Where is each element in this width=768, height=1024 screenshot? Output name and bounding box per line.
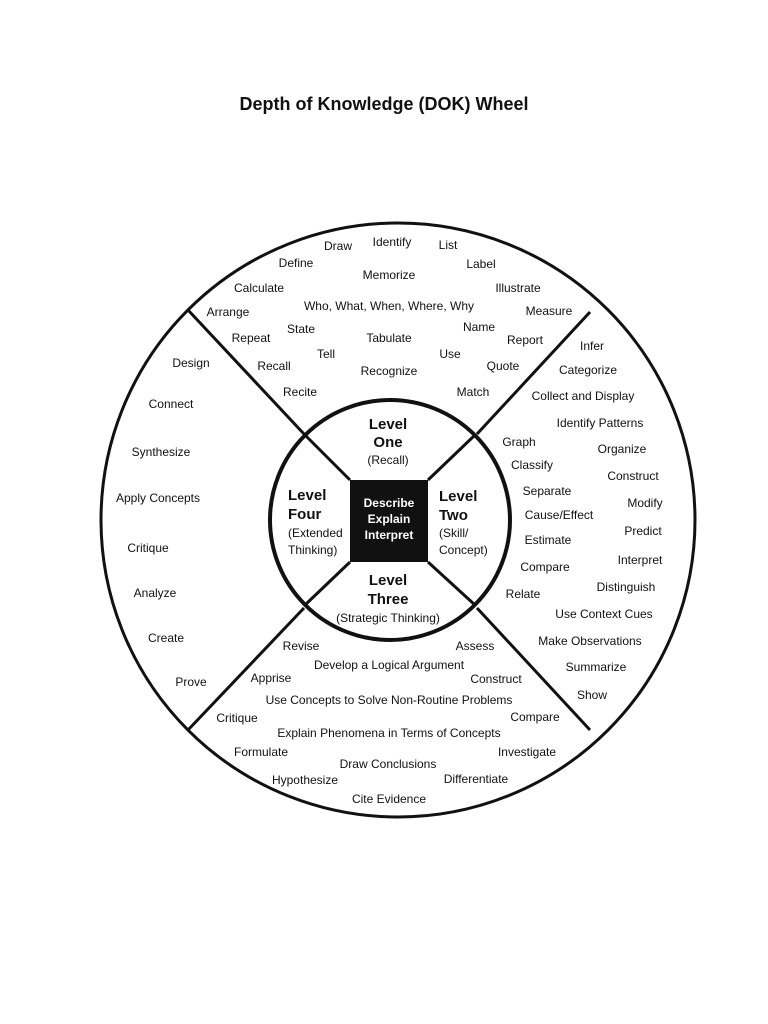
divider-top-left [186, 308, 306, 436]
verb-level-one: Tell [317, 347, 335, 361]
verb-level-two: Infer [580, 339, 604, 353]
verb-level-four: Prove [175, 675, 207, 689]
verb-level-one: Quote [487, 359, 520, 373]
verb-level-three: Apprise [251, 671, 292, 685]
inner-divider-tr [426, 433, 477, 482]
verb-level-one: State [287, 322, 315, 336]
verb-level-one: Report [507, 333, 544, 347]
verb-level-two: Predict [624, 524, 662, 538]
level-three-line2: Three [368, 591, 409, 608]
divider-bottom-right [475, 606, 592, 732]
verb-level-three: Differentiate [444, 772, 509, 786]
verb-level-two: Modify [627, 496, 662, 510]
verb-level-two: Graph [502, 435, 535, 449]
verb-level-two: Cause/Effect [525, 508, 594, 522]
verb-level-three: Investigate [498, 745, 556, 759]
center-line-2: Explain [368, 512, 411, 526]
verb-level-four: Create [148, 631, 184, 645]
level-one-line2: One [373, 434, 402, 451]
verb-level-one: Identify [373, 235, 412, 249]
outer-circle [99, 221, 697, 819]
verb-level-two: Organize [598, 442, 647, 456]
verb-level-one: List [439, 238, 458, 252]
verb-level-one: Repeat [232, 331, 271, 345]
verb-level-three: Compare [510, 710, 560, 724]
level-two-sub-2: Concept) [439, 543, 488, 557]
verb-level-four: Design [172, 356, 209, 370]
verb-level-one: Recall [257, 359, 290, 373]
verb-level-two: Compare [520, 560, 570, 574]
level-four-line2: Four [288, 506, 321, 523]
verb-level-two: Distinguish [597, 580, 656, 594]
verb-level-one: Memorize [363, 268, 416, 282]
verb-level-one: Define [279, 256, 314, 270]
verb-level-one: Measure [526, 304, 573, 318]
verb-level-four: Apply Concepts [116, 491, 200, 505]
level-four-line1: Level [288, 487, 326, 504]
verb-level-three: Assess [456, 639, 495, 653]
verb-level-two: Relate [506, 587, 541, 601]
verb-level-one: Recite [283, 385, 317, 399]
verb-level-three: Use Concepts to Solve Non-Routine Proble… [266, 693, 513, 707]
center-line-3: Interpret [365, 528, 414, 542]
verb-level-three: Cite Evidence [352, 792, 426, 806]
verb-level-one: Recognize [361, 364, 418, 378]
center-box [350, 480, 428, 562]
verb-level-four: Synthesize [132, 445, 191, 459]
level-four-sub-1: (Extended [288, 526, 343, 540]
inner-divider-tl [303, 433, 352, 482]
verb-level-four: Analyze [134, 586, 177, 600]
verb-level-four: Critique [127, 541, 169, 555]
center-line-1: Describe [364, 496, 415, 510]
verb-level-one: Tabulate [366, 331, 412, 345]
verb-level-one: Illustrate [495, 281, 541, 295]
verb-level-three: Critique [216, 711, 258, 725]
level-three-line1: Level [369, 572, 407, 589]
verb-level-one: Calculate [234, 281, 284, 295]
level-three-sub: (Strategic Thinking) [336, 611, 440, 625]
verb-level-two: Separate [523, 484, 572, 498]
verb-level-two: Classify [511, 458, 553, 472]
verb-level-three: Revise [283, 639, 320, 653]
verb-level-one: Match [457, 385, 490, 399]
divider-top-right [475, 310, 592, 436]
verb-level-three: Formulate [234, 745, 288, 759]
inner-divider-bl [303, 560, 352, 607]
verb-level-two: Make Observations [538, 634, 641, 648]
verb-level-one: Label [466, 257, 495, 271]
level-two-line1: Level [439, 488, 477, 505]
verb-level-two: Summarize [566, 660, 627, 674]
verb-level-two: Estimate [525, 533, 572, 547]
verb-level-one: Draw [324, 239, 352, 253]
page-title: Depth of Knowledge (DOK) Wheel [239, 94, 529, 114]
verb-level-two: Identify Patterns [557, 416, 644, 430]
verb-level-three: Hypothesize [272, 773, 338, 787]
verb-level-three: Develop a Logical Argument [314, 658, 465, 672]
verb-level-one: Arrange [207, 305, 250, 319]
verb-level-two: Use Context Cues [555, 607, 652, 621]
verb-level-four: Connect [149, 397, 194, 411]
level-one-line1: Level [369, 416, 407, 433]
level-two-sub-1: (Skill/ [439, 526, 469, 540]
level-one-sub: (Recall) [367, 453, 408, 467]
verb-level-one: Use [439, 347, 461, 361]
verb-level-two: Interpret [618, 553, 663, 567]
verb-level-two: Show [577, 688, 607, 702]
inner-divider-br [426, 560, 477, 607]
verb-level-three: Draw Conclusions [340, 757, 437, 771]
verb-level-one: Who, What, When, Where, Why [304, 299, 474, 313]
divider-bottom-left [186, 606, 306, 732]
level-four-sub-2: Thinking) [288, 543, 337, 557]
verb-level-two: Collect and Display [532, 389, 635, 403]
level-two-line2: Two [439, 507, 468, 524]
verb-level-two: Construct [607, 469, 659, 483]
verb-level-three: Explain Phenomena in Terms of Concepts [277, 726, 500, 740]
verb-level-one: Name [463, 320, 495, 334]
verb-level-three: Construct [470, 672, 522, 686]
verb-level-two: Categorize [559, 363, 617, 377]
